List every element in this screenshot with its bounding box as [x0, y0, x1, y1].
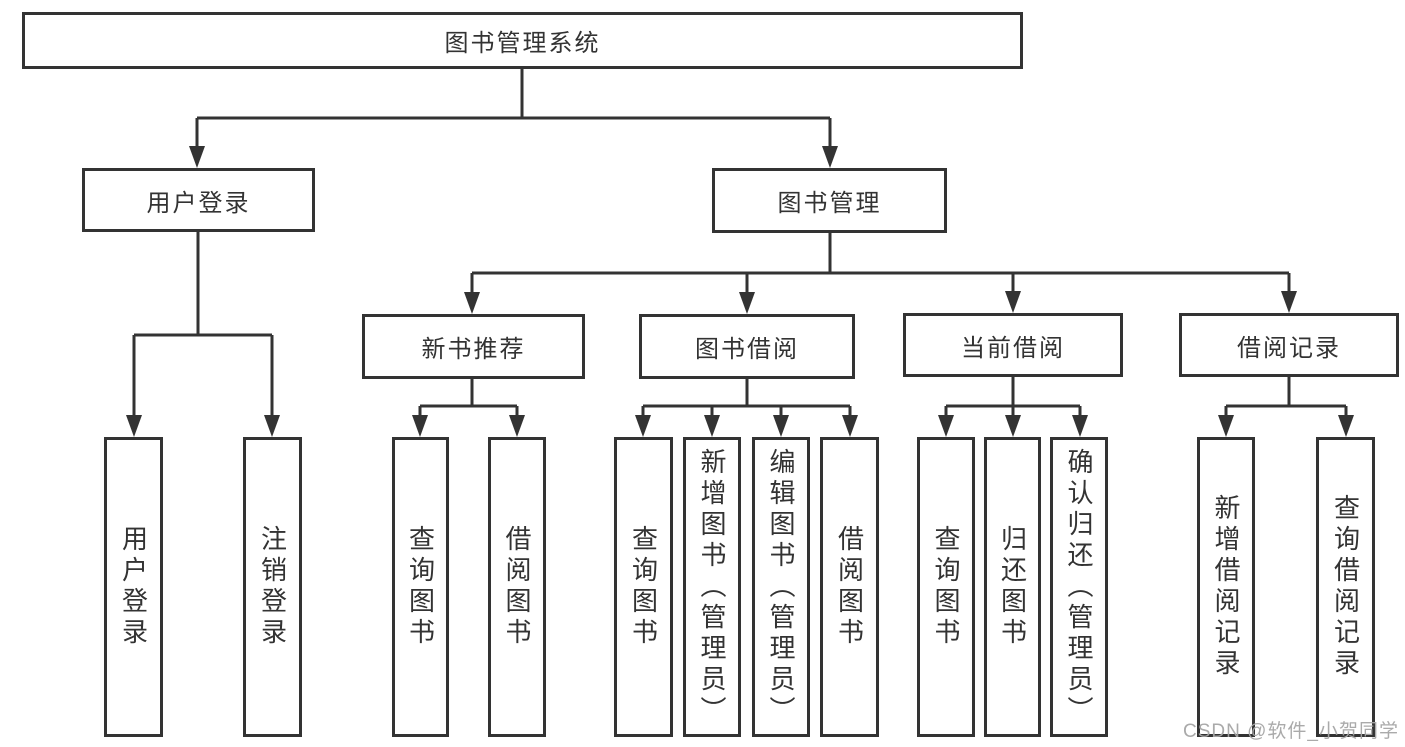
leaf-borrow-books: 借阅图书 [820, 437, 879, 737]
csdn-watermark: CSDN @软件_小贺同学 [1183, 721, 1399, 742]
node-label: 借阅记录 [1237, 334, 1341, 362]
node-label: 图书管理 [777, 190, 882, 217]
node-borrowing-records: 借阅记录 [1179, 313, 1399, 377]
leaf-logout: 注销登录 [243, 437, 302, 737]
node-label: 用户登录 [118, 525, 149, 649]
node-label: 注销登录 [257, 525, 288, 649]
node-user-login: 用户登录 [82, 168, 315, 232]
leaf-query-borrow-record: 查询借阅记录 [1316, 437, 1375, 737]
node-label: 图书管理系统 [444, 30, 601, 57]
leaf-borrow-books-recommend: 借阅图书 [488, 437, 546, 737]
node-label: 当前借阅 [961, 334, 1065, 362]
node-book-borrowing: 图书借阅 [639, 314, 855, 379]
node-new-book-recommend: 新书推荐 [362, 314, 585, 379]
leaf-user-login: 用户登录 [104, 437, 163, 737]
leaf-query-books-recommend: 查询图书 [392, 437, 449, 737]
node-book-management: 图书管理 [712, 168, 947, 233]
leaf-edit-books-admin: 编辑图书（管理员） [752, 437, 810, 737]
node-label: 查询借阅记录 [1330, 494, 1361, 680]
leaf-confirm-return-admin: 确认归还（管理员） [1050, 437, 1108, 737]
node-label: 归还图书 [997, 525, 1028, 649]
node-label: 确认归还（管理员） [1064, 447, 1094, 727]
leaf-add-books-admin: 新增图书（管理员） [683, 437, 741, 737]
leaf-query-books-current: 查询图书 [917, 437, 975, 737]
node-label: 图书借阅 [695, 336, 799, 363]
node-label: 新书推荐 [421, 336, 526, 363]
node-label: 借阅图书 [834, 525, 865, 649]
node-label: 查询图书 [405, 525, 436, 649]
node-label: 查询图书 [628, 525, 659, 649]
node-label: 用户登录 [146, 189, 251, 217]
node-label: 新增图书（管理员） [697, 447, 727, 727]
node-current-borrowing: 当前借阅 [903, 313, 1123, 377]
leaf-add-borrow-record: 新增借阅记录 [1197, 437, 1255, 737]
leaf-query-books-borrow: 查询图书 [614, 437, 673, 737]
leaf-return-books: 归还图书 [984, 437, 1041, 737]
node-root-system: 图书管理系统 [22, 12, 1023, 69]
node-label: 编辑图书（管理员） [766, 447, 796, 727]
node-label: 借阅图书 [502, 525, 532, 649]
node-label: 新增借阅记录 [1211, 494, 1241, 680]
node-label: 查询图书 [931, 525, 961, 649]
